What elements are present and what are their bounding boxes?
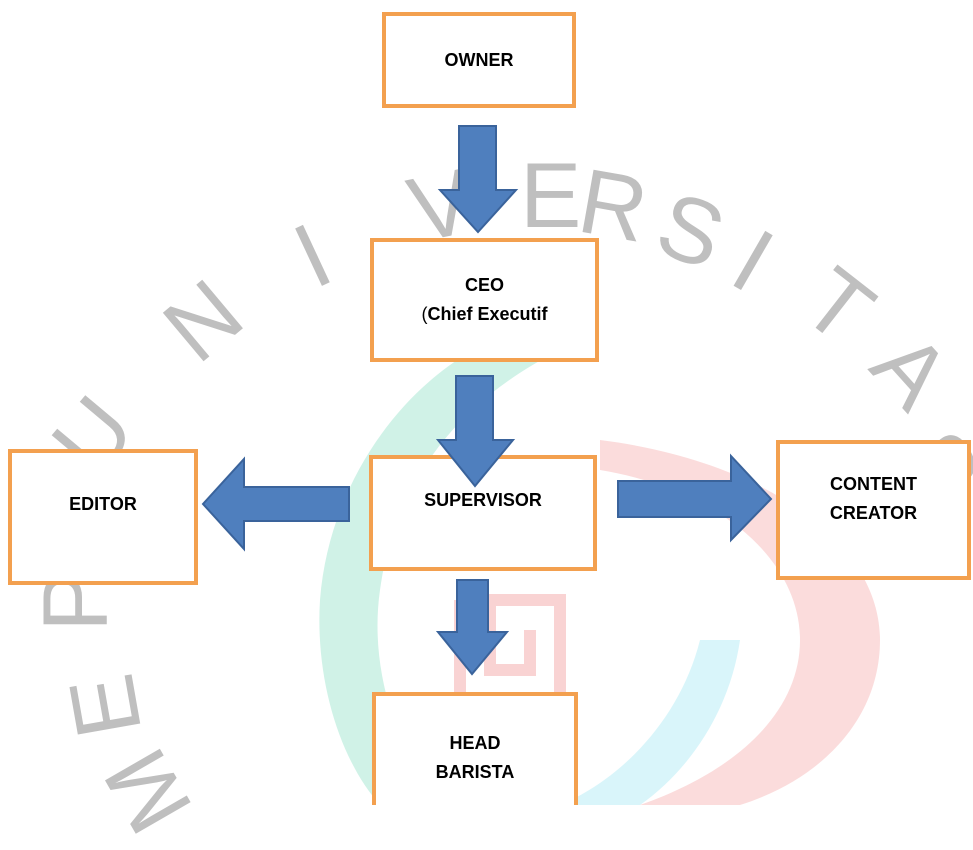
node-ceo-subtitle: (Chief Executif — [421, 300, 547, 329]
arrow-down-supervisor-head-barista — [435, 579, 510, 676]
node-ceo-subtitle-text: Chief Executif — [427, 304, 548, 324]
arrow-down-owner-ceo — [437, 125, 519, 234]
node-head-barista-line1: HEAD — [449, 732, 501, 753]
node-owner-label: OWNER — [444, 49, 514, 70]
arrow-right-supervisor-content-creator — [617, 453, 773, 543]
arrow-down-ceo-supervisor — [435, 375, 516, 488]
watermark-teal-swoosh — [319, 330, 560, 805]
node-content-creator: CONTENT CREATOR — [776, 440, 971, 580]
node-ceo-paren: ( — [421, 304, 428, 324]
arrows-layer — [201, 125, 773, 676]
watermark-letter: E — [520, 145, 582, 247]
node-head-barista: HEAD BARISTA — [372, 692, 578, 805]
node-supervisor-label: SUPERVISOR — [424, 489, 542, 510]
node-owner: OWNER — [382, 12, 576, 108]
node-head-barista-line2: BARISTA — [435, 761, 515, 782]
node-ceo-title: CEO — [464, 275, 504, 296]
node-editor-label: EDITOR — [69, 493, 137, 514]
node-ceo: CEO (Chief Executif — [370, 238, 599, 362]
node-content-creator-line2: CREATOR — [829, 503, 918, 523]
arrow-left-supervisor-editor — [201, 456, 350, 552]
watermark-cyan-swoosh — [560, 640, 740, 805]
node-editor: EDITOR — [8, 449, 198, 585]
node-content-creator-line1: CONTENT — [830, 474, 917, 495]
